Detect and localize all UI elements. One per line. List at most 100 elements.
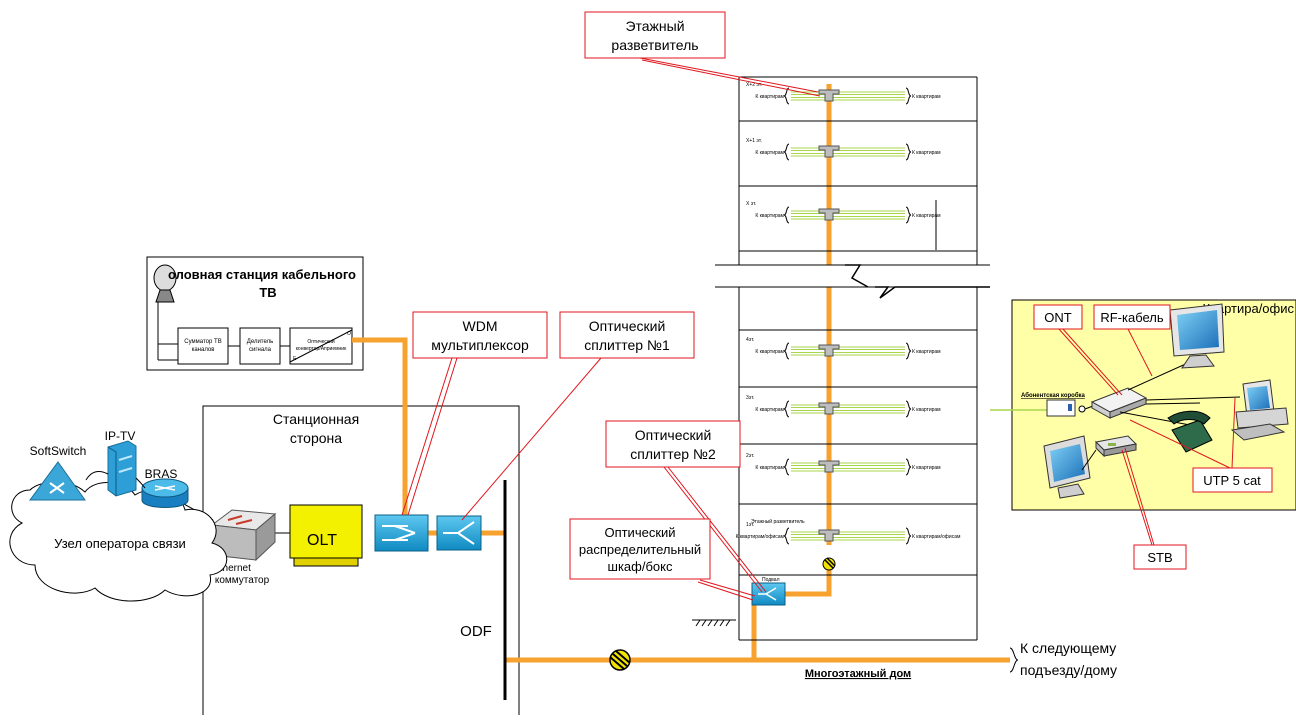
ethernet-label-2: коммутатор: [215, 575, 270, 586]
wdm-multiplexer-icon: [374, 514, 429, 552]
floor-right-brace: [905, 143, 912, 161]
floor-left-brace: [783, 458, 790, 476]
rf-cable-callout-label: RF-кабель: [1100, 310, 1164, 325]
floor-splitter-tee-icon: [818, 344, 840, 357]
riser-marker-icon: [822, 557, 836, 571]
iptv-server-icon: [107, 440, 137, 497]
floor-left-label: К квартирам: [755, 150, 784, 156]
floor-left-brace: [783, 87, 790, 105]
operator-cloud: Узел оператора связи: [9, 481, 228, 602]
basement-label: Подвал: [762, 577, 780, 583]
splitter2-callout: [605, 420, 741, 468]
floor-right-brace: [905, 87, 912, 105]
floor-splitter-tee-icon: [818, 529, 840, 542]
floor-right-label: К квартирам: [912, 465, 941, 471]
ethernet-label-1: Ethernet: [213, 563, 251, 574]
ground-hatch: [692, 619, 736, 627]
port-e-label: Е: [293, 356, 297, 362]
floor-left-brace: [783, 143, 790, 161]
headend-title: оловная станция кабельного: [168, 267, 356, 282]
floor-left-brace: [783, 342, 790, 360]
callouts: Этажный разветвитель WDM мультиплексор О…: [401, 11, 1273, 601]
floor-left-label: К квартирам: [755, 349, 784, 355]
apartment-building: [715, 76, 990, 641]
floor-label: Х эт.: [746, 201, 756, 207]
olt-label: OLT: [307, 532, 337, 549]
floor-right-brace: [905, 527, 912, 545]
floor-left-label: К квартирам: [755, 94, 784, 100]
floor-label: 4эт.: [746, 337, 754, 343]
bras-router-icon: [141, 478, 189, 508]
splitter2-callout-1: Оптический: [635, 427, 712, 443]
desktop-pc-icon: [1230, 379, 1289, 441]
splitter1-callout: [559, 311, 695, 359]
ont-callout: [1033, 304, 1083, 330]
splitter2-callout-2: сплиттер №2: [630, 446, 716, 462]
floor-left-label: К квартирам/офисам: [736, 534, 785, 540]
floor-label: 3эт.: [746, 395, 754, 401]
wdm-callout: [412, 311, 548, 359]
cabinet-callout-3: шкаф/бокс: [608, 559, 673, 574]
ont-callout-label: ONT: [1044, 310, 1072, 325]
tv-icon: [1043, 435, 1091, 499]
wdm-callout-2: мультиплексор: [431, 337, 529, 353]
stb-icon: [1094, 435, 1138, 458]
apartment-title: Квартира/офис: [1203, 301, 1295, 316]
ont-icon: [1090, 387, 1148, 419]
station-title-2: сторона: [290, 430, 342, 446]
floor-label: Х+2 эт.: [746, 82, 762, 88]
floor-left-brace: [783, 400, 790, 418]
phone-icon: [1167, 410, 1213, 453]
port-o-label: О: [347, 331, 351, 337]
optical-splitter-1-icon: [436, 515, 482, 551]
floor-label: 2эт.: [746, 453, 754, 459]
floor-right-brace: [905, 400, 912, 418]
floor-splitter-tee-icon: [818, 402, 840, 415]
splitter1-callout-2: сплиттер №1: [584, 337, 670, 353]
softswitch-icon: [29, 461, 86, 501]
floor1-splitter-label: Этажный разветвитель: [751, 518, 805, 525]
floor-label: 1эт.: [746, 522, 754, 528]
utp-callout-label: UTP 5 cat: [1203, 473, 1261, 488]
station-side: Станционная сторона: [202, 405, 520, 715]
floor-left-label: К квартирам: [755, 213, 784, 219]
catv-headend: оловная станция кабельного ТВ Сумматор Т…: [146, 256, 364, 371]
next-entrance-2: подъезду/дому: [1020, 662, 1117, 678]
subscriber-box-label: Абонентская коробка: [1021, 392, 1086, 399]
olt: OLT: [289, 504, 363, 567]
cable-marker-icon: [609, 649, 631, 671]
monitor-icon: [1169, 303, 1225, 369]
floor-top-1: Х+1 эт. К квартирам К квартирам: [746, 138, 941, 161]
floor-top-0: Х+2 эт. К квартирам К квартирам: [746, 82, 941, 105]
divider-label-1: Делитель: [247, 339, 274, 345]
softswitch-label: SoftSwitch: [30, 444, 87, 458]
station-title-1: Станционная: [273, 411, 359, 427]
odf: ODF: [460, 480, 507, 700]
floor-splitter-callout: [584, 11, 726, 59]
floor-splitter-tee-icon: [818, 208, 840, 221]
floor-right-label: К квартирам: [912, 150, 941, 156]
house-label: Многоэтажный дом: [805, 668, 911, 680]
cabinet-callout-2: распределительный: [579, 542, 701, 557]
wdm-callout-1: WDM: [463, 318, 498, 334]
cabinet-callout: [569, 518, 711, 580]
satellite-dish-icon: [153, 264, 177, 303]
distribution-cabinet: Подвал: [751, 577, 786, 606]
floor-label: Х+1 эт.: [746, 138, 762, 144]
stb-callout-label: STB: [1147, 550, 1172, 565]
floor-left-label: К квартирам: [755, 465, 784, 471]
floor-right-brace: [905, 342, 912, 360]
floor-splitter-callout-1: Этажный: [625, 18, 684, 34]
floor-right-label: К квартирам: [912, 349, 941, 355]
combiner-label-2: каналов: [192, 347, 215, 353]
floor-splitter-tee-icon: [818, 460, 840, 473]
utp-callout: [1192, 467, 1273, 493]
floor-right-label: К квартирам: [912, 94, 941, 100]
divider-label-2: сигнала: [249, 347, 272, 353]
floor-left-label: К квартирам: [755, 407, 784, 413]
